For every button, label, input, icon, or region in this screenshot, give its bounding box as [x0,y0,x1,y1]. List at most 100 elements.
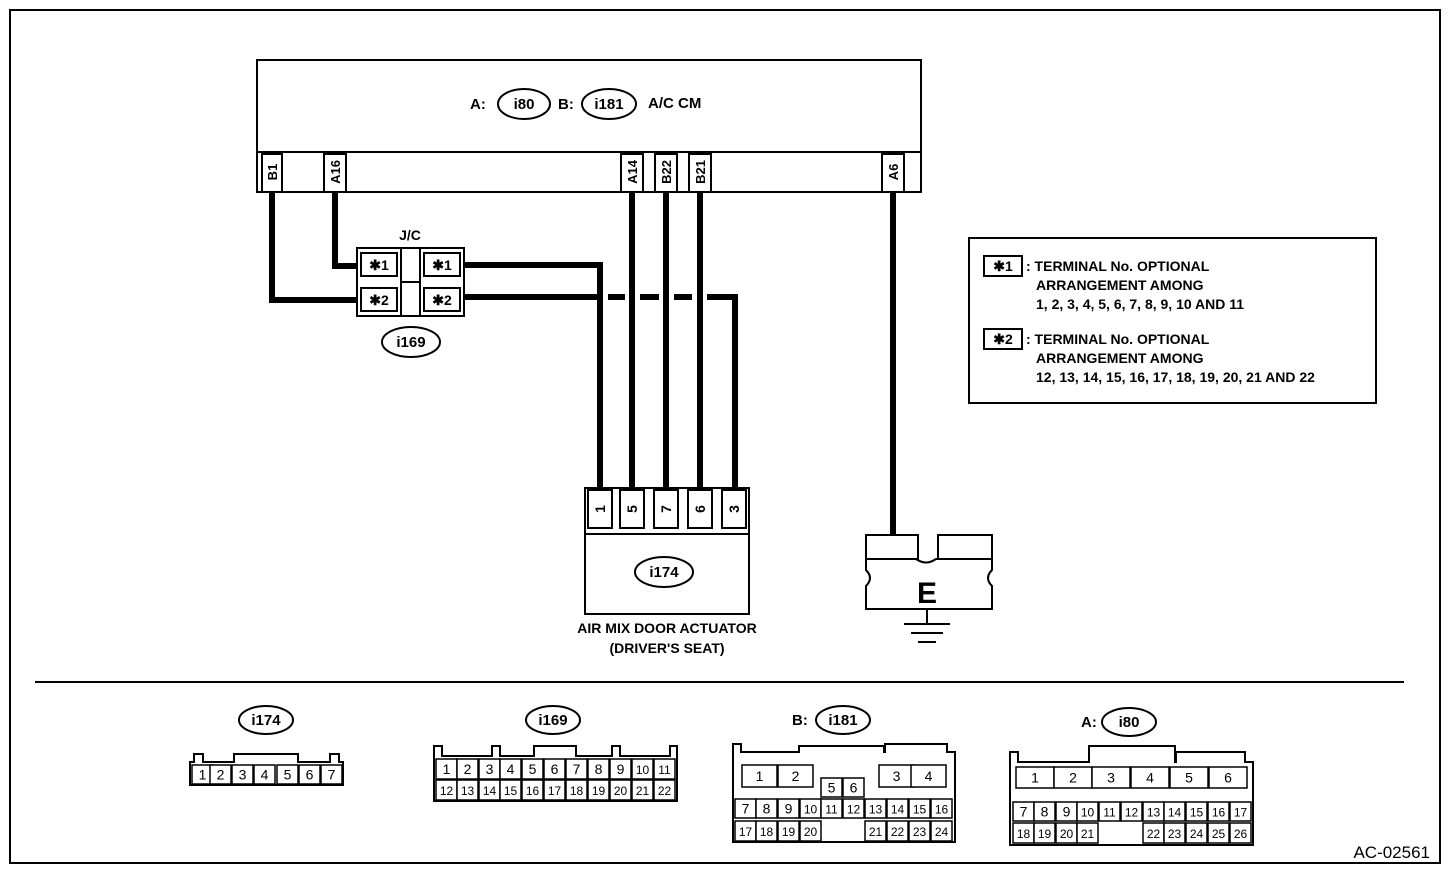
pin-number: 5 [284,767,292,783]
cm-prefix-a: A: [470,96,486,113]
pin-number: 14 [1168,806,1182,820]
pin-number: 2 [217,767,225,783]
pin-number: 10 [636,763,650,777]
pin-number: 17 [1234,806,1248,820]
pin-cell [1033,801,1056,822]
pin-cell [755,798,778,819]
pin-cell [1169,766,1209,789]
pin-cell [653,779,676,801]
pin-number: 10 [804,803,818,817]
pin-cell [253,764,276,785]
pin-cell [521,779,544,801]
view-i174-name: i174 [251,712,281,729]
pin-cell [1120,801,1143,822]
legend-mark-2: ✱2 [993,331,1013,347]
pin-cell [1163,801,1186,822]
terminal-label-b1: B1 [265,164,280,181]
air-mix-door-actuator: 1 5 7 6 3 i174 AIR MIX DOOR ACTUATOR (DR… [577,487,757,656]
pin-number: 4 [261,767,269,783]
pin-cell [842,798,865,819]
pin-number: 6 [1224,770,1232,786]
pin-cell [930,820,953,842]
junction-left-pin-1: ✱1 [369,257,389,273]
pin-number: 22 [891,825,905,839]
pin-cell [521,758,544,780]
ground-label: E [917,577,937,610]
pin-number: 4 [1146,770,1154,786]
pin-number: 23 [1168,827,1182,841]
pin-number: 11 [825,803,838,817]
actuator-pin-3: 3 [726,505,742,513]
pin-cell [298,764,321,785]
pin-number: 9 [785,801,793,817]
pin-cell [777,798,800,819]
pin-number: 6 [551,761,559,777]
pin-cell [1229,822,1252,844]
actuator-pin-5: 5 [624,505,640,513]
pin-number: 1 [1031,770,1039,786]
terminal-box-a16 [323,153,347,193]
pin-cell [1033,822,1056,844]
wire-jc2-actuator3 [707,294,738,490]
actuator-pin-7: 7 [658,505,674,513]
pin-cell [842,777,865,798]
junction-right-pin-1: ✱1 [432,257,452,273]
pin-cell [1091,766,1131,789]
pin-number: 4 [507,761,515,777]
pin-number: 21 [869,825,883,839]
actuator-name-line2: (DRIVER'S SEAT) [609,640,724,656]
legend-2-line-3: 12, 13, 14, 15, 16, 17, 18, 19, 20, 21 A… [1036,369,1315,385]
pin-cell [1098,801,1121,822]
pin-cell [231,764,254,785]
pin-number: 3 [239,767,247,783]
pin-number: 6 [850,780,858,796]
pin-cell [565,779,588,801]
pin-cell [799,820,822,842]
pin-number: 14 [891,803,905,817]
pin-number: 13 [869,803,883,817]
pin-number: 14 [483,784,497,798]
view-i80-name: i80 [1119,714,1140,731]
pin-number: 15 [913,803,927,817]
terminal-label-a14: A14 [625,159,640,184]
junction-right-pin-2: ✱2 [432,292,452,308]
pin-number: 21 [1081,827,1095,841]
view-i181-name: i181 [828,712,857,729]
pin-cell [631,758,654,780]
junction-label: J/C [399,227,421,243]
pin-number: 16 [1212,806,1226,820]
pin-cell [1185,822,1208,844]
pin-number: 18 [1017,827,1031,841]
pin-number: 19 [1038,827,1052,841]
pin-cell [1163,822,1186,844]
ground-point: E [865,534,993,643]
pin-cell [777,820,800,842]
actuator-pin-6: 6 [692,505,708,513]
pin-number: 3 [486,761,494,777]
pin-number: 25 [1212,827,1226,841]
pin-number: 3 [1107,770,1115,786]
terminal-box-a6 [881,153,905,193]
pin-number: 20 [614,784,628,798]
wire-b1 [269,193,357,303]
pin-cell [910,764,947,788]
legend-2-line-1: : TERMINAL No. OPTIONAL [1026,331,1210,347]
junction-connector-id: i169 [396,334,425,351]
pin-number: 24 [935,825,949,839]
pin-cell [864,820,887,842]
pin-number: 11 [658,763,671,777]
pin-cell [908,820,931,842]
pin-number: 9 [617,761,625,777]
junction-connector-oval [381,326,441,358]
pin-cell [1208,766,1248,789]
terminal-box-b22 [654,153,678,193]
pin-cell [1185,801,1208,822]
pin-cell [820,777,843,798]
pin-number: 21 [636,784,650,798]
pin-number: 22 [1147,827,1161,841]
pin-number: 18 [570,784,584,798]
terminal-box-a14 [620,153,644,193]
